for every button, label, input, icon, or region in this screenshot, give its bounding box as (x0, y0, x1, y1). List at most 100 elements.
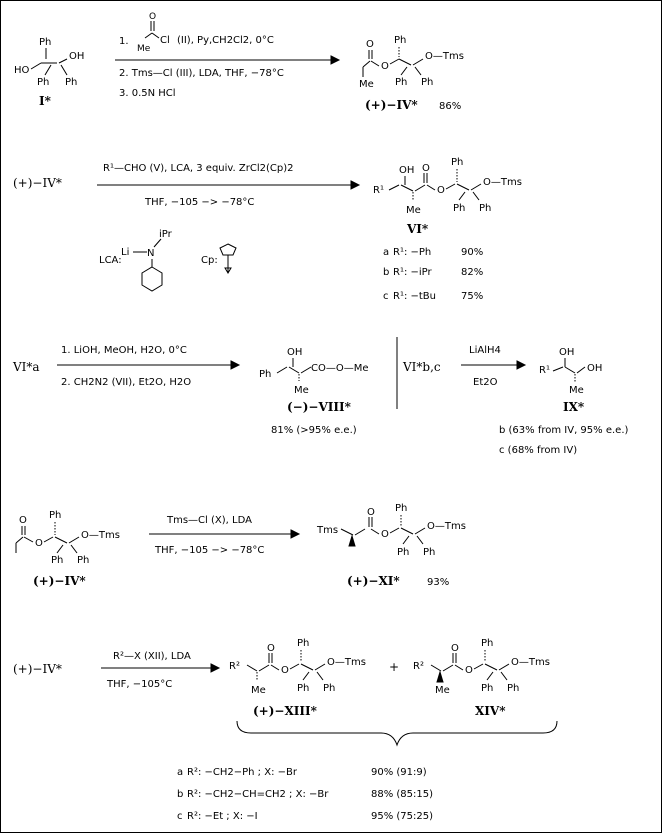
row3-cond-above: 1. LiOH, MeOH, H2O, 0°C (61, 345, 187, 356)
row5-cond-below: THF, −105°C (106, 679, 172, 690)
vi-variant-b-yield: 82% (461, 267, 483, 278)
lca-label: LCA: (99, 255, 122, 266)
r4-ph-b: Ph (77, 555, 89, 566)
vi-label: VI* (406, 222, 429, 236)
vi-variant-b-r: R¹: −iPr (393, 267, 433, 278)
vi-variant-c-r: R¹: −tBu (393, 291, 436, 302)
xi-ph-b: Ph (423, 547, 435, 558)
lca-li: Li (121, 247, 129, 258)
vi-variant-a-yield: 90% (461, 247, 483, 258)
row4-conditions: Tms—Cl (X), LDA THF, −105 −> −78°C (149, 515, 301, 556)
ix-me: Me (569, 385, 584, 396)
r4-ph-top: Ph (49, 510, 61, 521)
diol-oh: OH (69, 51, 84, 62)
vi-o-ester: O (437, 185, 445, 196)
xiii-me: Me (251, 685, 266, 696)
xiii-ph-a: Ph (297, 683, 309, 694)
ix-oh: OH (559, 347, 574, 358)
lca-structure: LCA: Li N iPr (99, 229, 173, 292)
iv-yield: 86% (439, 101, 461, 112)
r4-otms: O—Tms (81, 530, 120, 541)
ix-note-b: b (63% from IV, 95% e.e.) (499, 425, 628, 436)
xiii-variant-b-tag: b (177, 789, 183, 800)
xiv-o-ester: O (465, 665, 473, 676)
xiii-r2: R² (229, 661, 240, 672)
xiv-ph-b: Ph (507, 683, 519, 694)
r4-o-ester: O (35, 538, 43, 549)
xiii-ph-b: Ph (323, 683, 335, 694)
vi-me: Me (406, 205, 421, 216)
row1-step3: 3. 0.5N HCl (119, 88, 176, 99)
xiii-variant-a-yield: 90% (91:9) (371, 767, 427, 778)
vi-ph-b: Ph (479, 203, 491, 214)
xi-label: (+)−XI* (347, 574, 400, 588)
vi-variant-c-yield: 75% (461, 291, 483, 302)
iv-otms: O—Tms (425, 51, 464, 62)
cp-label: Cp: (201, 255, 218, 266)
xi-ph-top: Ph (395, 503, 407, 514)
xiii-variant-a-tag: a (177, 767, 183, 778)
diol-ph-top: Ph (39, 37, 51, 48)
xiii-o-carbonyl: O (267, 643, 275, 654)
viii-oh: OH (287, 347, 302, 358)
row2-cond-above: R¹—CHO (V), LCA, 3 equiv. ZrCl2(Cp)2 (103, 163, 294, 174)
vi-variant-a-tag: a (383, 247, 389, 258)
vi-variant-b-tag: b (383, 267, 389, 278)
acyl-o: O (149, 12, 156, 22)
vi-variants: a R¹: −Ph 90% b R¹: −iPr 82% c R¹: −tBu … (383, 247, 483, 302)
row3-start: VI*a (12, 360, 40, 374)
alkyl-XIII: R² Me O O Ph O—Tms Ph Ph (+)−XIII* (229, 638, 366, 718)
r4-ph-a: Ph (51, 555, 63, 566)
xi-o-carbonyl: O (367, 507, 375, 518)
iv-ph-a: Ph (395, 77, 407, 88)
diol-ph-a: Ph (37, 77, 49, 88)
row4-cond-above: Tms—Cl (X), LDA (166, 515, 252, 526)
viii-label: (−)−VIII* (287, 400, 352, 414)
ester-VIII: OH Ph Me CO—O—Me (−)−VIII* 81% (>95% e.e… (259, 347, 369, 436)
row4-cond-below: THF, −105 −> −78°C (154, 545, 264, 556)
lca-ipr: iPr (159, 229, 173, 240)
r4-o-carbonyl: O (19, 515, 27, 526)
xiii-variant-c-r: R²: −Et ; X: −I (187, 811, 258, 822)
viii-ph: Ph (259, 369, 271, 380)
xiv-me: Me (435, 685, 450, 696)
iv-me: Me (359, 79, 374, 90)
row3-conditions2: LiAlH4 Et2O (461, 345, 527, 388)
row1-conditions: 1. O Cl Me (II), Py,CH2Cl2, 0°C 2. Tms—C… (115, 12, 341, 99)
xiv-r2: R² (413, 661, 424, 672)
row3-cond2-above: LiAlH4 (469, 345, 501, 356)
row5-cond-above: R²—X (XII), LDA (113, 651, 191, 662)
diol-label: I* (39, 94, 52, 108)
xiv-label: XIV* (475, 704, 506, 718)
iv-ph-b: Ph (421, 77, 433, 88)
row3-conditions: 1. LiOH, MeOH, H2O, 0°C 2. CH2N2 (VII), … (57, 345, 241, 388)
ester-IV-row4: O O Ph O—Tms Ph Ph (+)−IV* (15, 510, 120, 588)
vi-variant-c-tag: c (383, 291, 389, 302)
xiv-ph-top: Ph (481, 638, 493, 649)
xiii-label: (+)−XIII* (253, 704, 318, 718)
vi-oh: OH (399, 165, 414, 176)
diol-ph-b: Ph (65, 77, 77, 88)
vi-o-carbonyl: O (422, 163, 430, 174)
iv-o-carbonyl: O (366, 39, 374, 50)
vi-ph-a: Ph (453, 203, 465, 214)
xi-ph-a: Ph (397, 547, 409, 558)
ix-oh2: OH (587, 363, 602, 374)
xiii-variant-c-tag: c (177, 811, 183, 822)
cp-structure: Cp: (201, 243, 237, 274)
xiii-variant-b-yield: 88% (85:15) (371, 789, 433, 800)
ix-label: IX* (563, 400, 585, 414)
xi-otms: O—Tms (427, 521, 466, 532)
row2-cond-below: THF, −105 −> −78°C (144, 197, 254, 208)
row1-step1-num: 1. (119, 36, 129, 47)
xiii-otms: O—Tms (327, 657, 366, 668)
row5-plus: + (389, 660, 399, 674)
acyl-cl: Cl (160, 35, 170, 46)
diol-ho: HO (14, 65, 30, 76)
xiii-variant-b-r: R²: −CH2−CH=CH2 ; X: −Br (187, 789, 329, 800)
row5-start: (+)−IV* (13, 662, 62, 676)
ix-r1: R¹ (539, 365, 550, 376)
vi-variant-a-r: R¹: −Ph (393, 247, 431, 258)
